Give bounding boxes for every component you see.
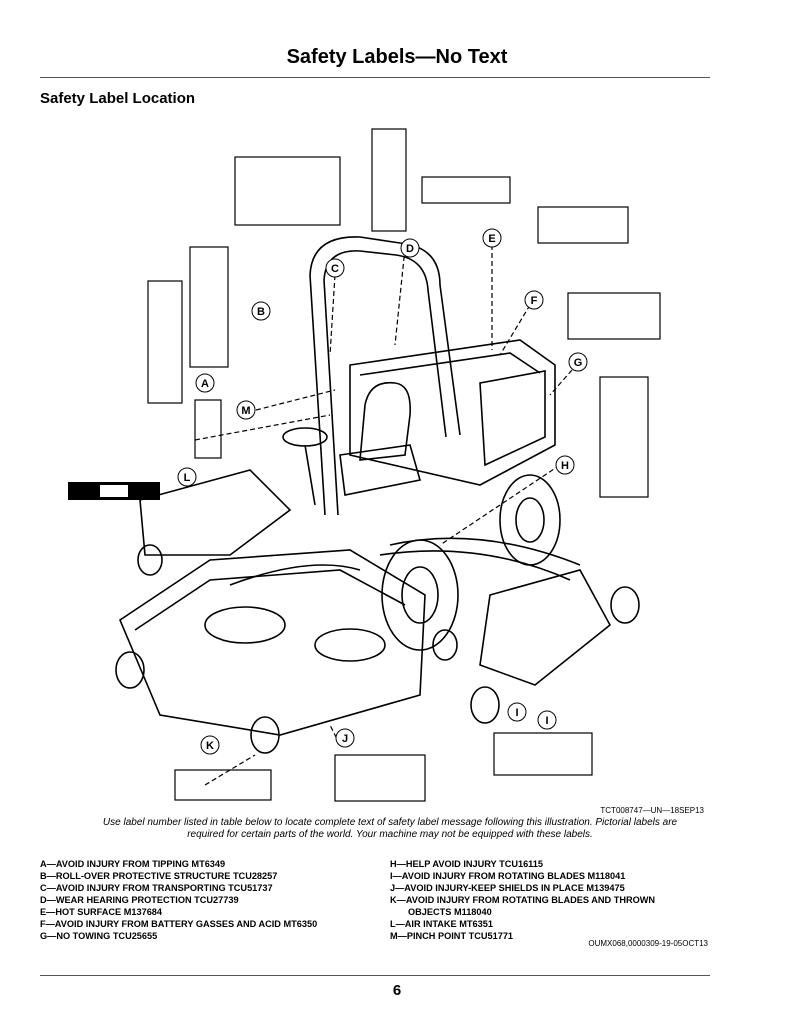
figure-reference: TCT008747—UN—18SEP13: [600, 806, 704, 815]
decal-d: [371, 128, 407, 232]
left-wing-deck: [139, 469, 292, 556]
callout-c: C: [325, 258, 345, 278]
caption-line: required for certain parts of the world.…: [187, 829, 593, 840]
legend-item: H—HELP AVOID INJURY TCU16115: [390, 859, 543, 869]
caption-line: Use label number listed in table below t…: [102, 817, 678, 828]
legend-item: F—AVOID INJURY FROM BATTERY GASSES AND A…: [40, 919, 318, 929]
callout-f: F: [524, 290, 544, 310]
svg-text:J: J: [342, 733, 348, 745]
decal-i: [493, 732, 593, 776]
drive-tire-rear: [499, 474, 561, 566]
top-rule: [40, 77, 710, 78]
decal-e: [421, 176, 511, 204]
legend-item: E—HOT SURFACE M137684: [40, 907, 163, 917]
engine-hood: [349, 339, 556, 486]
svg-text:K: K: [206, 740, 214, 752]
callout-i-1: I: [507, 702, 527, 722]
callout-d: D: [400, 238, 420, 258]
legend-item: A—AVOID INJURY FROM TIPPING MT6349: [40, 859, 226, 869]
legend-right-column: H—HELP AVOID INJURY TCU16115 I—AVOID INJ…: [390, 858, 655, 942]
svg-text:L: L: [184, 472, 191, 484]
decal-m: [194, 399, 222, 459]
svg-text:A: A: [201, 378, 209, 390]
callout-i-2: I: [537, 710, 557, 730]
svg-text:E: E: [488, 233, 495, 245]
decal-g: [567, 292, 661, 340]
svg-text:B: B: [257, 306, 265, 318]
decal-a: [147, 280, 183, 404]
callout-b: B: [251, 301, 271, 321]
decal-c: [234, 156, 341, 226]
callout-g: G: [568, 352, 588, 372]
legend-item: B—ROLL-OVER PROTECTIVE STRUCTURE TCU2825…: [40, 871, 278, 881]
legend-item: J—AVOID INJURY-KEEP SHIELDS IN PLACE M13…: [390, 883, 625, 893]
section-heading: Safety Label Location: [40, 90, 196, 107]
svg-text:H: H: [561, 460, 569, 472]
page-number: 6: [392, 982, 402, 999]
svg-text:M: M: [241, 405, 250, 417]
callout-markers: C D E F G B A M L H I I J K: [177, 228, 588, 755]
svg-text:I: I: [545, 715, 548, 727]
svg-text:C: C: [331, 263, 339, 275]
page-title: Safety Labels—No Text: [286, 46, 508, 68]
svg-text:G: G: [574, 357, 583, 369]
legend-item: C—AVOID INJURY FROM TRANSPORTING TCU5173…: [40, 883, 273, 893]
document-reference: OUMX068,0000309-19-05OCT13: [588, 939, 708, 948]
callout-h: H: [555, 455, 575, 475]
legend-item: M—PINCH POINT TCU51771: [390, 931, 514, 941]
bottom-rule: [40, 975, 710, 976]
caster-wheel: [115, 651, 145, 689]
callout-j: J: [335, 728, 355, 748]
mower-illustration: C D E F G B A M L H I I J K: [68, 128, 661, 802]
svg-text:I: I: [515, 707, 518, 719]
legend-item-continued: OBJECTS M118040: [408, 907, 492, 917]
callout-l: L: [177, 467, 197, 487]
decal-k: [174, 769, 272, 801]
legend-item: L—AIR INTAKE MT6351: [390, 919, 493, 929]
callout-e: E: [482, 228, 502, 248]
seat: [359, 381, 412, 461]
drive-tire-front: [381, 539, 459, 651]
right-wing-deck: [479, 569, 612, 686]
callout-m: M: [236, 400, 256, 420]
legend-item: I—AVOID INJURY FROM ROTATING BLADES M118…: [390, 871, 626, 881]
rops-frame: [309, 236, 461, 516]
decal-j: [334, 754, 426, 802]
decal-b: [189, 246, 229, 368]
legend-item: G—NO TOWING TCU25655: [40, 931, 158, 941]
legend-item: D—WEAR HEARING PROTECTION TCU27739: [40, 895, 239, 905]
front-deck: [119, 549, 426, 736]
legend-item: K—AVOID INJURY FROM ROTATING BLADES AND …: [390, 895, 656, 905]
svg-text:D: D: [406, 243, 414, 255]
callout-a: A: [195, 373, 215, 393]
figure-caption: Use label number listed in table below t…: [60, 817, 720, 841]
callout-k: K: [200, 735, 220, 755]
decal-f: [537, 206, 629, 244]
legend-left-column: A—AVOID INJURY FROM TIPPING MT6349 B—ROL…: [40, 858, 317, 942]
svg-text:F: F: [531, 295, 538, 307]
decal-h: [599, 376, 649, 498]
